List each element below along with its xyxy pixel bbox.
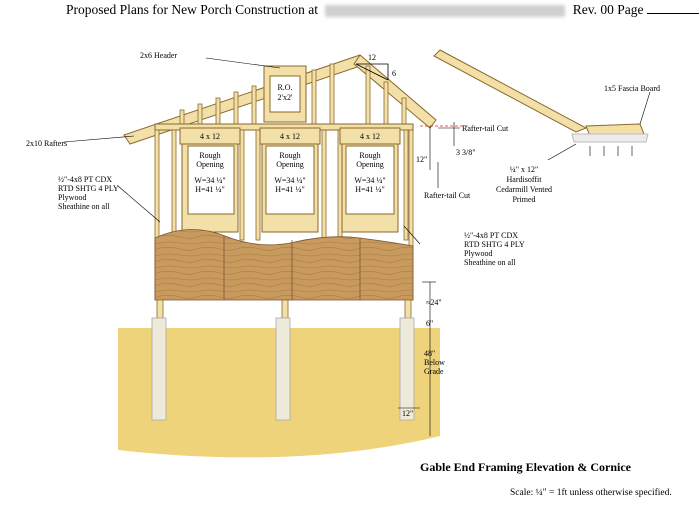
dim-338-label: 3 3/8"	[456, 148, 476, 157]
wall-studs	[154, 129, 414, 301]
svg-text:48": 48"	[424, 349, 435, 358]
rafters-label: 2x10 Rafters	[26, 139, 67, 148]
window-line2: Opening	[356, 160, 384, 169]
scale-note: Scale: ¼" = 1ft unless otherwise specifi…	[510, 488, 672, 498]
window-line1: Rough	[199, 151, 220, 160]
svg-text:Primed: Primed	[512, 195, 535, 204]
cornice-detail	[433, 49, 651, 161]
redacted-address	[325, 4, 566, 17]
below-grade-label: 48" Below Grade	[424, 349, 445, 376]
fascia-label: 1x5 Fascia Board	[604, 84, 660, 93]
svg-text:Plywood: Plywood	[58, 193, 86, 202]
svg-text:Hardisoffit: Hardisoffit	[507, 175, 543, 184]
sheathing-left-label: ½"-4x8 PT CDX RTD SHTG 4 PLY Plywood She…	[58, 175, 119, 211]
rafter-tail-cut-top: Rafter-tail Cut	[462, 124, 509, 133]
ro-window: R.O. 2'x2'	[263, 65, 307, 123]
page-header: Proposed Plans for New Porch Constructio…	[66, 2, 699, 18]
window-line1: Rough	[359, 151, 380, 160]
leader-lines	[63, 57, 460, 245]
pitch-run: 12	[368, 53, 376, 62]
hardisoffit-label: ¼" x 12" Hardisoffit Cedarmill Vented Pr…	[496, 165, 552, 204]
header-2x6-label: 2x6 Header	[140, 51, 177, 60]
dim-12-label: 12"	[416, 155, 427, 164]
plywood-sheathing	[154, 229, 414, 301]
window-2: 4 x 12 Rough Opening W=34 ¼" H=41 ¼"	[259, 127, 321, 233]
window-width: W=34 ¼"	[194, 176, 225, 185]
window-line2: Opening	[196, 160, 224, 169]
header-title: Proposed Plans for New Porch Constructio…	[66, 2, 318, 17]
footing-width-label: 12"	[402, 409, 413, 418]
window-header-label: 4 x 12	[200, 132, 220, 141]
drawing-title: Gable End Framing Elevation & Cornice	[420, 460, 631, 474]
rafter-tail-cut-side: Rafter-tail Cut	[424, 191, 471, 200]
dim-24-label: ≈24"	[426, 298, 442, 307]
svg-text:¼" x 12": ¼" x 12"	[510, 165, 539, 174]
svg-text:Sheathine on all: Sheathine on all	[464, 258, 516, 267]
dim-6-label: 6"	[426, 319, 433, 328]
window-height: H=41 ¼"	[275, 185, 305, 194]
svg-text:Below: Below	[424, 358, 445, 367]
pitch-rise: 6	[392, 69, 396, 78]
page-blank	[646, 2, 699, 14]
window-line1: Rough	[279, 151, 300, 160]
window-header-label: 4 x 12	[280, 132, 300, 141]
gable-studs	[179, 63, 407, 127]
footings	[151, 317, 415, 421]
window-3: 4 x 12 Rough Opening W=34 ¼" H=41 ¼"	[339, 127, 401, 233]
posts	[156, 299, 412, 319]
window-line2: Opening	[276, 160, 304, 169]
svg-text:Sheathine on all: Sheathine on all	[58, 202, 110, 211]
window-height: H=41 ¼"	[355, 185, 385, 194]
right-dim-lines	[398, 126, 436, 436]
svg-text:RTD SHTG 4 PLY: RTD SHTG 4 PLY	[464, 240, 525, 249]
svg-text:Cedarmill Vented: Cedarmill Vented	[496, 185, 552, 194]
svg-text:Grade: Grade	[424, 367, 444, 376]
header-page: Page	[617, 2, 644, 17]
header-rev: Rev. 00	[572, 2, 614, 17]
svg-text:RTD SHTG 4 PLY: RTD SHTG 4 PLY	[58, 184, 119, 193]
window-header-label: 4 x 12	[360, 132, 380, 141]
ro-size: 2'x2'	[278, 93, 293, 102]
sheathing-right-label: ½"-4x8 PT CDX RTD SHTG 4 PLY Plywood She…	[464, 231, 525, 267]
svg-text:Plywood: Plywood	[464, 249, 492, 258]
pitch-indicator	[355, 63, 389, 81]
svg-text:½"-4x8 PT CDX: ½"-4x8 PT CDX	[464, 231, 518, 240]
window-width: W=34 ¼"	[354, 176, 385, 185]
window-height: H=41 ¼"	[195, 185, 225, 194]
svg-text:½"-4x8 PT CDX: ½"-4x8 PT CDX	[58, 175, 112, 184]
ro-label: R.O.	[277, 83, 292, 92]
window-width: W=34 ¼"	[274, 176, 305, 185]
window-1: 4 x 12 Rough Opening W=34 ¼" H=41 ¼"	[179, 127, 241, 233]
